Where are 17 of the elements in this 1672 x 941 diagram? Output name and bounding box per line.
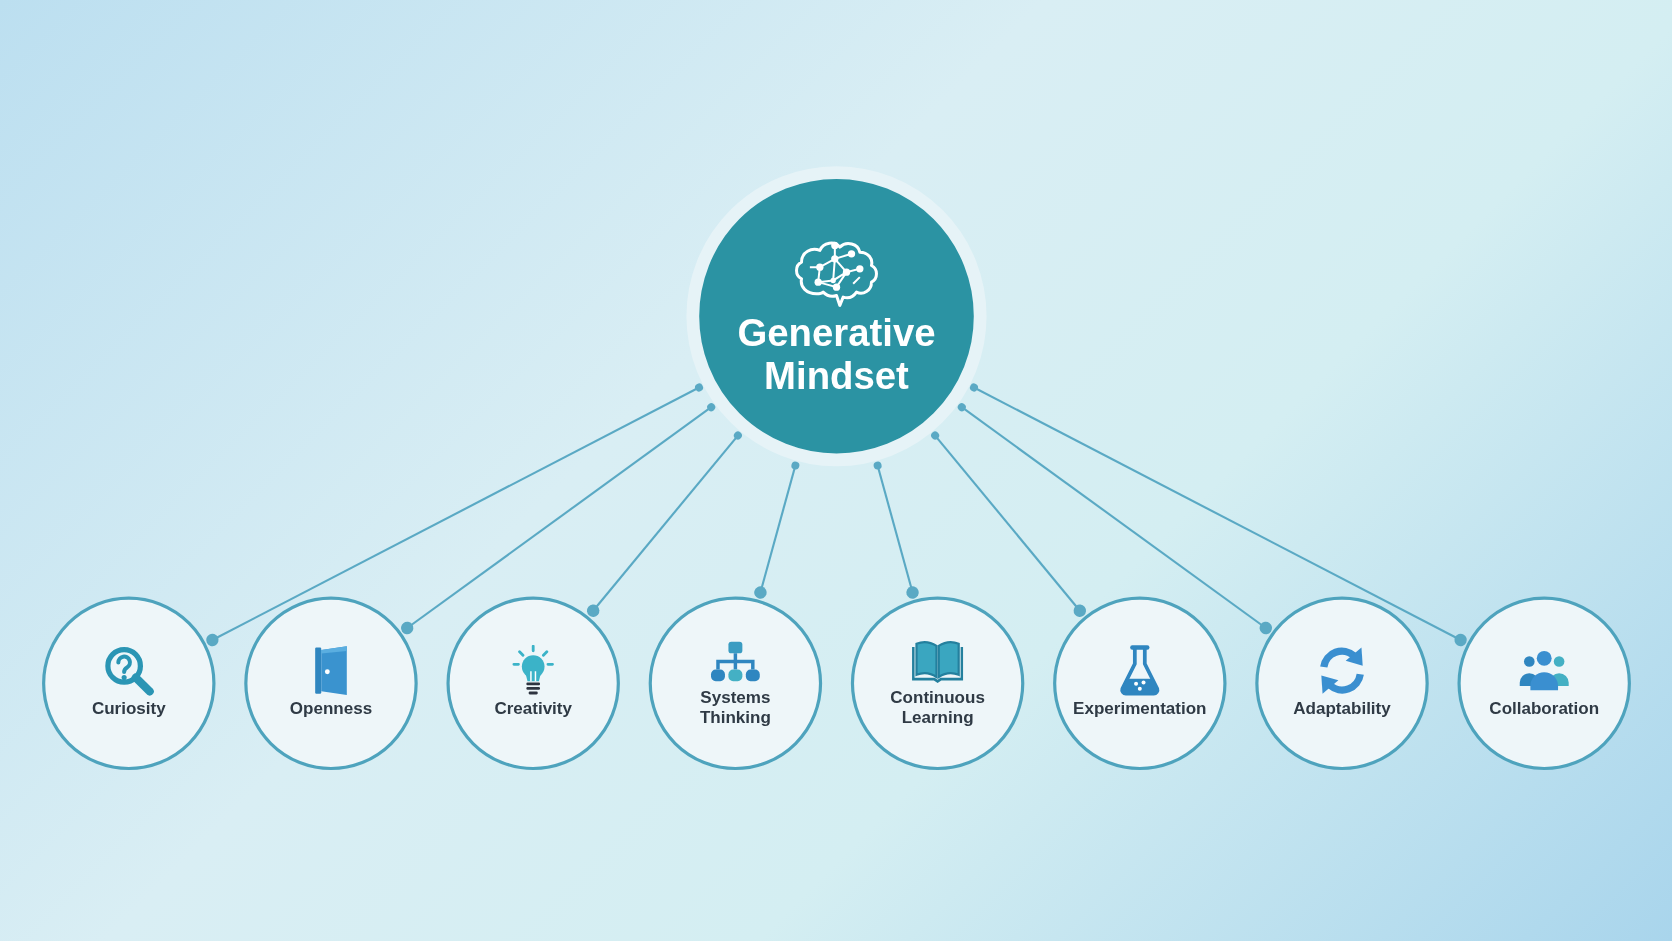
node-label: Openness — [289, 698, 372, 719]
connector-line — [205, 383, 703, 647]
node-label: Adaptability — [1292, 698, 1391, 719]
node-label: Curiosity — [91, 698, 166, 719]
node-label: Experimentation — [1072, 698, 1206, 719]
connector-line — [400, 403, 715, 635]
connector-line — [873, 461, 919, 599]
node-label: Collaboration — [1488, 698, 1599, 719]
connector-line — [957, 403, 1272, 635]
node-label: Creativity — [493, 698, 572, 719]
connector-line — [753, 461, 799, 599]
connector-line — [930, 431, 1086, 617]
connector-line — [586, 431, 742, 617]
node-label: Continuous Learning — [889, 687, 985, 728]
connector-line — [969, 383, 1467, 647]
node-label: Systems Thinking — [699, 687, 771, 728]
hub-label: Generative Mindset — [736, 310, 935, 399]
